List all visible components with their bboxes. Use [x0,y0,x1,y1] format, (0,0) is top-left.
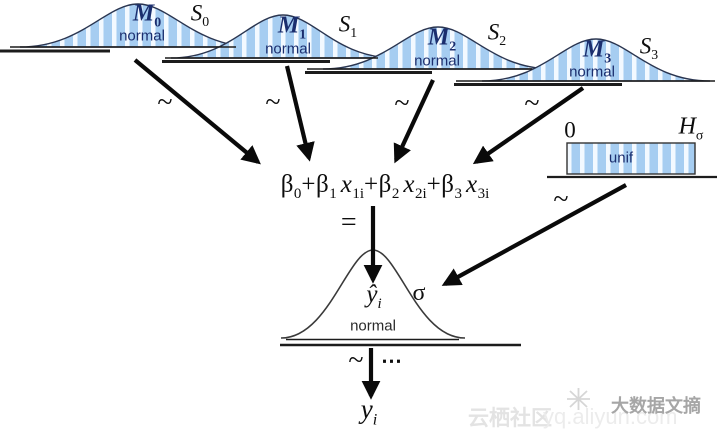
watermark-url: yq.aliyun.com [543,404,678,429]
prior-0-scale-sub: 0 [202,13,210,29]
prior-1-mean-label: M1 [278,14,306,43]
watermark-site: 云栖社区 [468,407,552,430]
sparkle-icon [567,388,590,410]
uniform-max: H [678,113,696,140]
prior-2-mean: M [427,24,450,51]
prior-0-mean-sub: 0 [154,15,162,31]
uniform-min-label: 0 [564,117,576,143]
uniform-dist-label: unif [608,149,634,167]
prior-1-tilde: ~ [265,87,281,118]
uniform-tilde: ~ [553,184,569,215]
prior-baselines [0,46,715,86]
equals-sign: = [340,207,358,238]
flow-arrows [133,58,628,400]
prior-curve-0 [19,3,257,48]
prior-0-tilde: ~ [157,87,173,118]
prior-2-scale: S [487,19,500,45]
prior-2-mean-label: M2 [428,26,456,55]
prior-0-scale: S [190,0,203,26]
prior-2-scale-sub: 2 [499,32,507,48]
likelihood-baselines [280,338,521,347]
response-label: yi [361,396,377,428]
likelihood-tilde: ~ [348,345,364,376]
uniform-max-label: Hσ [679,115,704,144]
arrow-prior-1 [284,65,315,162]
prior-2-dist-label: normal [414,52,460,70]
prior-3-mean: M [582,36,605,63]
prior-1-scale: S [338,11,351,37]
prior-3-scale-label: S3 [640,34,658,61]
ellipsis: ⋯ [381,348,403,373]
prior-3-tilde: ~ [524,88,540,119]
yhat-sub: i [377,296,382,312]
prior-3-dist-label: normal [569,63,615,81]
prior-curve-3 [481,38,711,82]
prior-3-scale: S [639,33,652,59]
prior-0-scale-label: S0 [191,1,209,28]
prior-1-mean-sub: 1 [299,27,307,43]
prior-0-mean-label: M0 [133,2,161,31]
prior-1-mean: M [277,12,300,39]
uniform-max-sub: σ [695,128,704,144]
prior-1-scale-sub: 1 [350,24,358,40]
yhat: ŷ [366,281,378,308]
prior-2-tilde: ~ [394,88,410,119]
prior-3-scale-sub: 3 [651,46,659,62]
prior-2-mean-sub: 2 [449,39,457,55]
prior-1-dist-label: normal [265,40,311,58]
watermark-brand: 大数据文摘 [611,396,701,416]
response-var: y [360,394,373,425]
yhat-label: ŷi [366,282,381,312]
arrow-sigma [441,183,628,286]
arrow-prior-0 [133,58,261,165]
uniform-rect [566,142,696,175]
prior-2-scale-label: S2 [488,20,506,47]
response-var-sub: i [372,410,378,429]
prior-curve-2 [322,26,554,70]
prior-3-mean-sub: 3 [604,51,612,67]
arrow-prior-3 [472,86,585,165]
arrow-prior-2 [393,79,435,164]
prior-1-scale-label: S1 [339,12,357,39]
prior-0-mean: M [132,0,155,27]
prior-3-mean-label: M3 [583,38,611,67]
sigma-label: σ [412,280,426,306]
prior-0-dist-label: normal [119,27,165,45]
likelihood-dist-label: normal [350,317,396,335]
